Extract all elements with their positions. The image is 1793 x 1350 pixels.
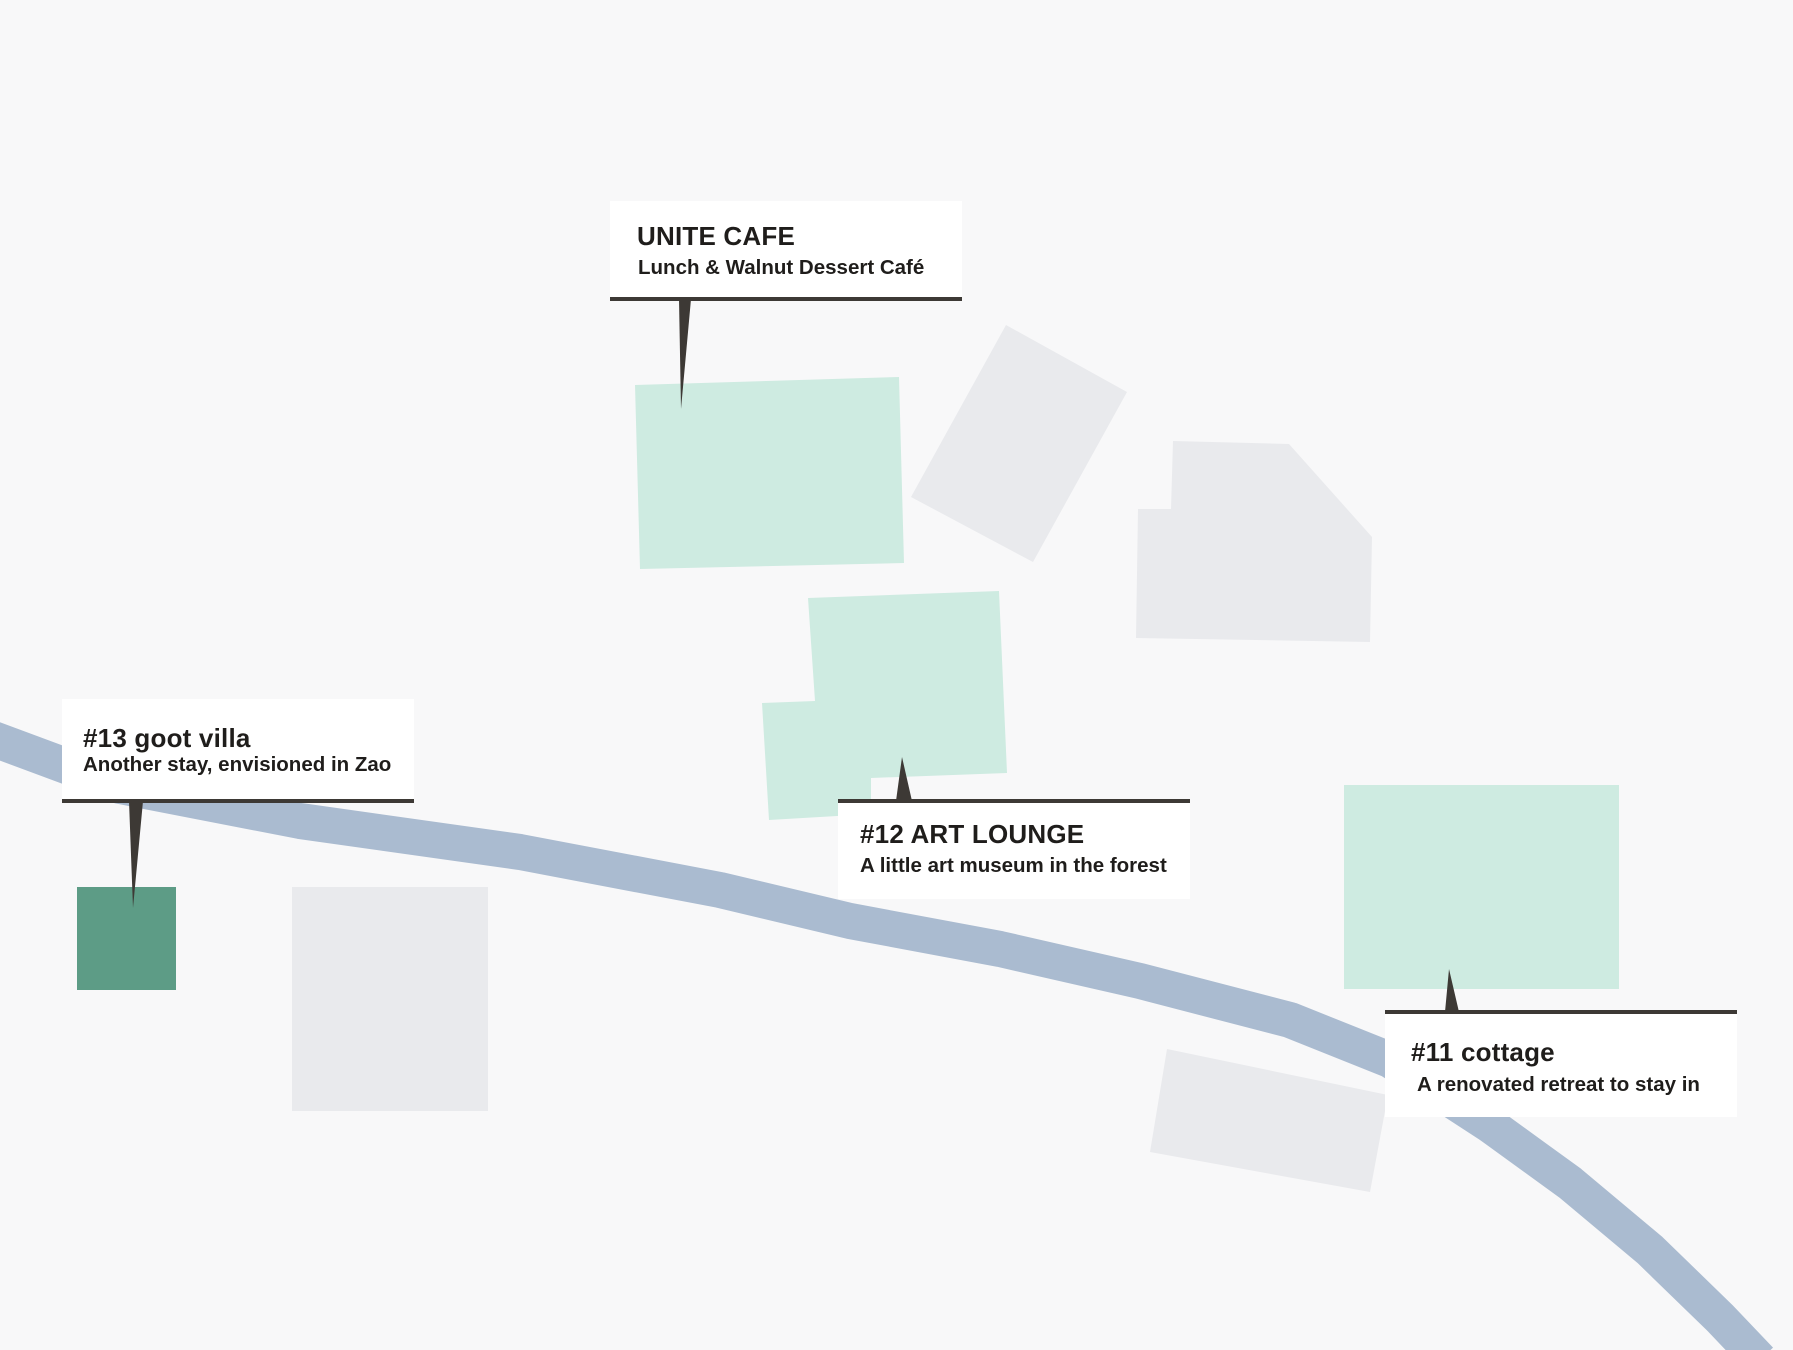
building[interactable]	[292, 887, 488, 1111]
place-subtitle: A renovated retreat to stay in	[1417, 1073, 1700, 1096]
building[interactable]	[911, 325, 1127, 562]
place-title: #11 cottage	[1411, 1037, 1555, 1067]
building-art-lounge[interactable]	[762, 591, 1007, 820]
place-subtitle: A little art museum in the forest	[860, 854, 1167, 877]
pointer-goot-villa	[129, 801, 143, 908]
road	[0, 722, 1774, 1350]
pointer-cottage	[1445, 969, 1459, 1012]
building-cottage[interactable]	[1344, 785, 1619, 989]
place-label-cottage[interactable]: #11 cottage A renovated retreat to stay …	[1385, 1010, 1737, 1117]
place-label-goot-villa[interactable]: #13 goot villa Another stay, envisioned …	[62, 699, 414, 803]
place-subtitle: Another stay, envisioned in Zao	[83, 753, 392, 776]
place-title: #13 goot villa	[83, 723, 251, 753]
place-title: UNITE CAFE	[637, 221, 795, 251]
place-subtitle: Lunch & Walnut Dessert Café	[638, 256, 925, 279]
building-unite-cafe[interactable]	[635, 377, 904, 569]
building[interactable]	[1136, 441, 1372, 642]
building[interactable]	[1150, 1049, 1388, 1192]
building-goot-villa[interactable]	[77, 887, 176, 990]
place-title: #12 ART LOUNGE	[860, 819, 1085, 849]
place-label-art-lounge[interactable]: #12 ART LOUNGE A little art museum in th…	[838, 799, 1190, 899]
pointer-art-lounge	[896, 757, 912, 801]
place-label-unite-cafe[interactable]: UNITE CAFE Lunch & Walnut Dessert Café	[610, 201, 962, 301]
pointer-unite-cafe	[679, 299, 691, 409]
